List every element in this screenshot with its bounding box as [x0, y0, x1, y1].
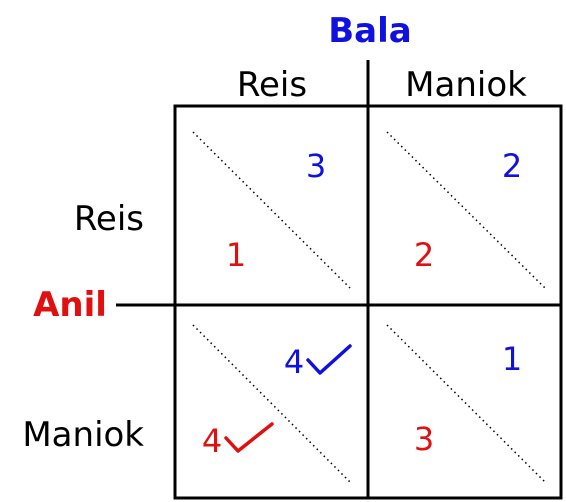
matrix-grid — [116, 60, 563, 500]
payoff-bala-reis-reis: 3 — [306, 147, 326, 185]
payoff-anil-reis-reis: 1 — [226, 236, 246, 274]
cell-diagonal — [386, 324, 546, 483]
row-strategy-label-2: Maniok — [22, 415, 144, 455]
row-strategy-label-1: Reis — [74, 199, 144, 239]
payoff-anil-reis-maniok: 2 — [414, 236, 434, 274]
cell-diagonals — [192, 131, 546, 483]
payoff-anil-maniok-maniok: 3 — [414, 420, 434, 458]
payoff-bala-maniok-maniok: 1 — [502, 340, 522, 378]
row-player-label: Anil — [33, 285, 107, 325]
check-icon — [224, 422, 274, 453]
cell-diagonal — [192, 131, 351, 289]
payoff-bala-maniok-reis: 4 — [284, 343, 304, 381]
cell-diagonal — [386, 131, 546, 289]
check-icon — [306, 344, 352, 375]
column-player-label: Bala — [328, 11, 411, 51]
cell-diagonal — [192, 324, 351, 483]
payoff-bala-reis-maniok: 2 — [502, 147, 522, 185]
column-strategy-label-1: Reis — [237, 65, 307, 105]
column-strategy-label-2: Maniok — [405, 65, 527, 105]
payoff-anil-maniok-reis: 4 — [202, 422, 222, 460]
